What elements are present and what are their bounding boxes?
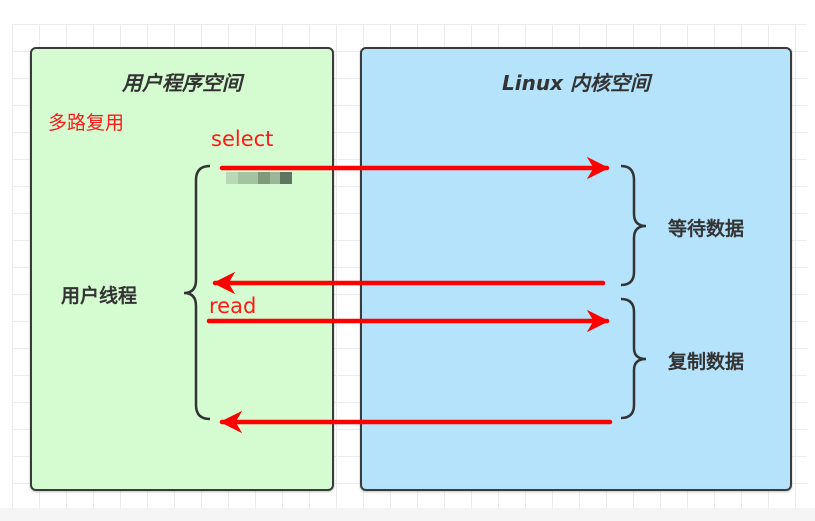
wait-data-label: 等待数据 xyxy=(668,218,745,240)
user-thread-label: 用户线程 xyxy=(61,285,138,307)
user-thread-brace xyxy=(183,164,211,421)
blurred-region xyxy=(226,172,292,184)
select-label: select xyxy=(211,127,274,151)
io-model-label: 多路复用 xyxy=(48,112,125,134)
footer-bar xyxy=(0,508,815,521)
kernel-space-title: Linux 内核空间 xyxy=(502,71,650,95)
copy-data-label: 复制数据 xyxy=(668,351,745,373)
read-label: read xyxy=(209,294,257,318)
copy-data-brace xyxy=(620,297,647,420)
kernel-space-panel: Linux 内核空间 xyxy=(360,47,792,491)
wait-data-brace xyxy=(620,164,647,287)
user-space-title: 用户程序空间 xyxy=(122,71,242,95)
user-space-panel: 用户程序空间 xyxy=(30,47,334,491)
